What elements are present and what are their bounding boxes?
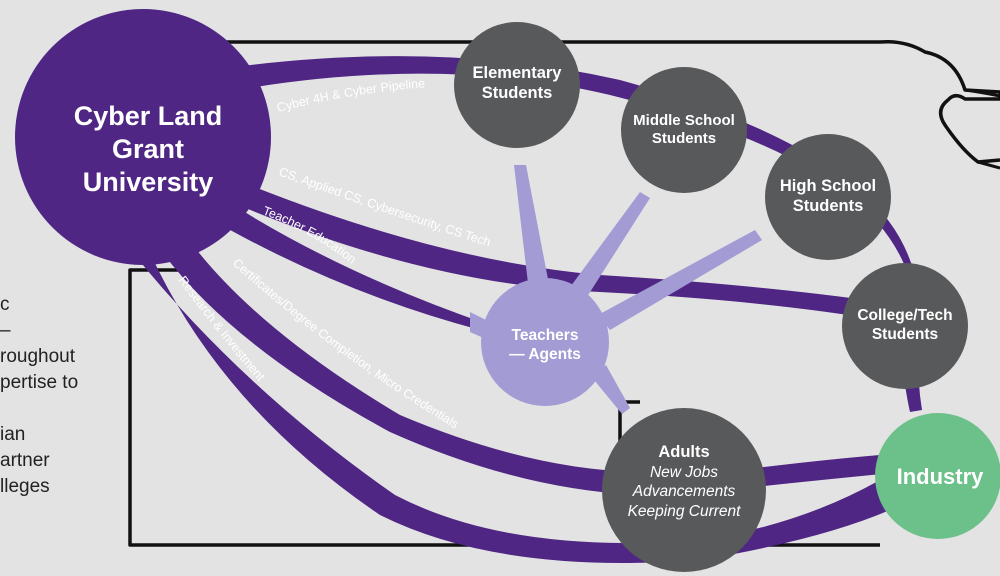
side-text-line <box>0 396 78 422</box>
side-text-line: ian <box>0 424 26 445</box>
hub-circle <box>15 9 271 265</box>
adults-title: Adults <box>658 443 710 461</box>
industry-label-line: Industry <box>896 464 984 489</box>
high-school-label-line: High School <box>779 177 877 195</box>
industry-circle <box>875 413 1000 539</box>
side-text-line: artner <box>0 450 50 471</box>
flow-label-cyber-4h: Cyber 4H & Cyber Pipeline <box>275 76 425 115</box>
high-school-label-line: Students <box>792 196 864 215</box>
adults-line: Advancements <box>632 483 736 501</box>
side-text-line: roughout <box>0 346 76 367</box>
adults-circle <box>602 408 766 572</box>
industry-label: Industry <box>880 464 1000 490</box>
side-body-text: c – roughout pertise to ian artner llege… <box>0 292 78 500</box>
middle-school-circle <box>621 67 747 193</box>
side-text-line: c <box>0 294 10 315</box>
teachers-label-line: — Agents <box>509 345 581 363</box>
teacher-spoke-adults <box>590 365 630 414</box>
side-text-line: – <box>0 320 11 341</box>
college-tech-label-line: College/Tech <box>857 307 953 324</box>
adults-line: Keeping Current <box>627 502 741 520</box>
side-text-line: pertise to <box>0 372 79 393</box>
college-tech-circle <box>842 263 968 389</box>
middle-school-label: Middle School Students <box>622 112 746 148</box>
elementary-label-line: Elementary <box>472 64 562 82</box>
state-outline-inner <box>964 88 1000 170</box>
middle-school-label-line: Students <box>651 130 717 147</box>
teachers-label: Teachers — Agents <box>485 327 605 364</box>
elementary-label: Elementary Students <box>455 64 579 104</box>
elementary-label-line: Students <box>481 83 553 102</box>
high-school-label: High School Students <box>766 177 890 217</box>
teachers-label-line: Teachers <box>511 327 579 344</box>
flow-ribbon-research <box>115 230 890 563</box>
flow-ribbon-cs-programs <box>215 175 880 320</box>
hub-label: Cyber Land Grant University <box>43 100 253 199</box>
high-school-circle <box>765 134 891 260</box>
adults-line: New Jobs <box>649 463 719 481</box>
teacher-spoke-middle <box>568 192 650 300</box>
college-tech-label-line: Students <box>871 325 939 343</box>
hub-label-line: Cyber Land <box>73 101 223 131</box>
college-tech-label: College/Tech Students <box>843 307 967 344</box>
adults-label: Adults New Jobs Advancements Keeping Cur… <box>604 443 764 521</box>
teacher-spoke-high <box>598 230 762 330</box>
teachers-circle <box>481 278 609 406</box>
elementary-circle <box>454 22 580 148</box>
teacher-spoke-elementary <box>514 165 552 300</box>
middle-school-label-line: Middle School <box>633 112 735 129</box>
hub-label-line: Grant University <box>82 133 214 197</box>
flow-ribbon-adults-industry <box>740 455 882 488</box>
side-text-line: lleges <box>0 476 50 497</box>
